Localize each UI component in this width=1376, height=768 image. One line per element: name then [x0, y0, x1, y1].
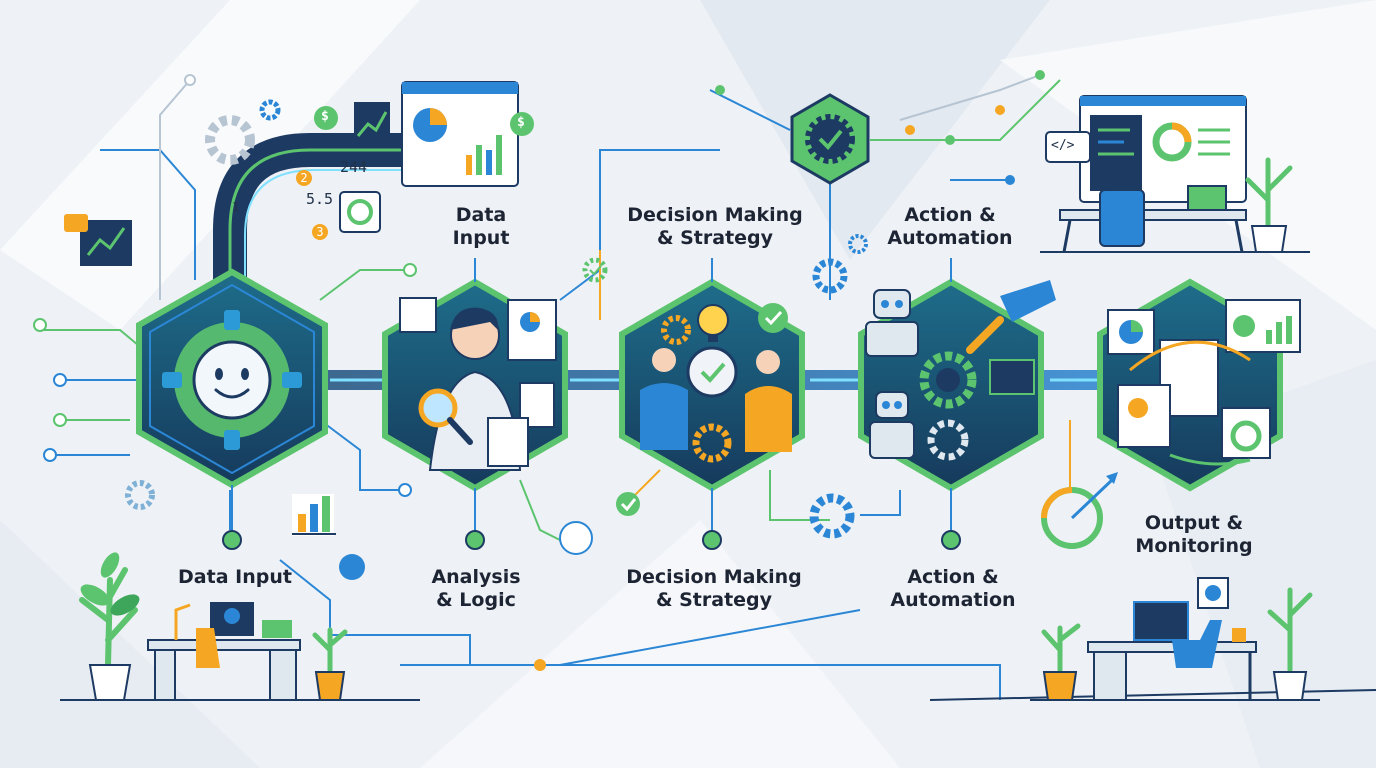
- pipe-number-244: 244: [340, 158, 368, 176]
- label-top-decision: Decision Making & Strategy: [620, 204, 810, 250]
- label-line: Decision Making: [626, 566, 802, 588]
- connector-dots: [33, 70, 1045, 671]
- dollar-icon: $: [517, 115, 525, 130]
- label-line: & Logic: [436, 588, 516, 611]
- checkmark-icon: [559, 492, 640, 555]
- gauge-icon: [1041, 472, 1118, 549]
- analyst-with-magnifier-icon: [399, 297, 557, 471]
- label-line: & Strategy: [656, 226, 774, 249]
- pipe-number-2: 2: [296, 170, 312, 186]
- label-bottom-action: Action & Automation: [878, 566, 1028, 612]
- chart-icon: [64, 214, 365, 580]
- pipe-number-5-5: 5.5: [306, 190, 334, 208]
- analytics-dashboard-icon: [314, 81, 534, 233]
- desk-icon: [1030, 577, 1320, 701]
- label-line: Analysis: [431, 566, 521, 588]
- label-line: Automation: [890, 588, 1016, 611]
- label-line: & Strategy: [655, 588, 773, 611]
- label-bottom-decision: Decision Making & Strategy: [616, 566, 812, 612]
- code-icon: </>: [1051, 138, 1075, 153]
- label-line: Output &: [1144, 512, 1244, 534]
- label-top-action: Action & Automation: [880, 204, 1020, 250]
- label-bottom-output: Output & Monitoring: [1124, 512, 1264, 558]
- plant-icon: [79, 552, 348, 701]
- label-top-data-input: Data Input: [426, 204, 536, 250]
- label-line: Action &: [904, 204, 996, 226]
- gear-icon: [125, 99, 868, 539]
- label-bottom-analysis: Analysis & Logic: [416, 566, 536, 612]
- pipe-number-1: 1: [232, 200, 240, 214]
- label-line: Decision Making: [627, 204, 803, 226]
- robot-automation-icon: [865, 280, 1056, 461]
- label-line: Action &: [907, 566, 999, 588]
- label-line: Data Input: [178, 566, 292, 588]
- label-line: Data: [455, 204, 507, 226]
- dollar-icon: $: [321, 109, 329, 124]
- label-line: Monitoring: [1135, 534, 1253, 557]
- smiling-gear-icon: [162, 310, 302, 450]
- pipe-number-3: 3: [312, 224, 328, 240]
- label-line: Input: [452, 226, 510, 249]
- team-collaboration-icon: [640, 303, 792, 463]
- monitoring-dashboards-icon: [1107, 299, 1301, 466]
- monitor-icon: [1040, 95, 1310, 253]
- check-gear-icon: [790, 93, 870, 185]
- label-bottom-data-input: Data Input: [170, 566, 300, 589]
- label-line: Automation: [887, 226, 1013, 249]
